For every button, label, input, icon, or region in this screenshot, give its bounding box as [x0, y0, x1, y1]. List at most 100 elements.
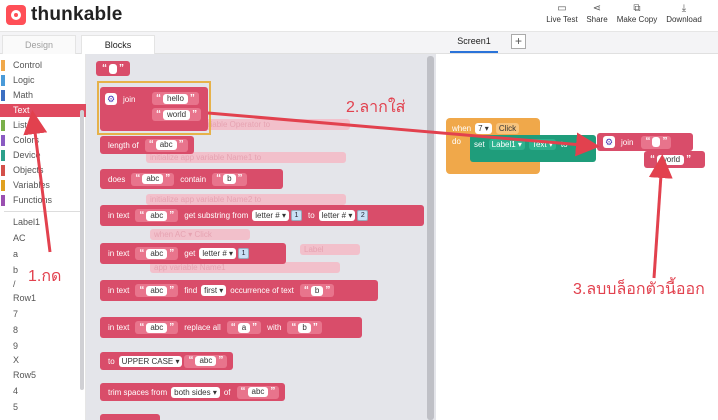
category-variables[interactable]: Variables [0, 179, 86, 192]
letter-dropdown[interactable]: letter # ▾ [252, 210, 289, 221]
category-functions[interactable]: Functions [0, 194, 86, 207]
share-icon: ⋖ [592, 3, 602, 14]
arrow-step3 [648, 154, 673, 279]
text-slot[interactable]: “abc” [135, 284, 179, 297]
component-item[interactable]: 4 [13, 386, 19, 396]
active-screen-indicator [450, 51, 498, 53]
get-letter-block[interactable]: in text “abc” get letter # ▾ 1 [100, 243, 286, 264]
text-slot[interactable]: “abc” [184, 354, 228, 368]
text-slot[interactable]: “abc” [135, 321, 179, 334]
gear-icon[interactable]: ⚙ [105, 93, 117, 105]
set-target-dropdown[interactable]: Label1 ▾ [488, 138, 525, 150]
annotation-step3: 3.ลบบล็อกตัวนี้ออก [573, 281, 705, 298]
text-slot[interactable]: “b” [299, 284, 335, 297]
text-slot[interactable]: “b” [287, 321, 322, 334]
ghost-init-block: initialize app variable Name2 to [146, 194, 346, 205]
component-item[interactable]: b [13, 265, 19, 275]
number-input[interactable]: 2 [357, 210, 369, 221]
component-item[interactable]: 8 [13, 325, 19, 335]
property-dropdown[interactable]: Text ▾ [528, 138, 556, 150]
category-colors[interactable]: Colors [0, 134, 86, 147]
text-slot[interactable]: “abc” [135, 247, 179, 260]
event-target-dropdown[interactable]: 7 ▾ [475, 122, 492, 134]
text-empty-block[interactable]: “ ” [96, 61, 130, 76]
letter-dropdown[interactable]: letter # ▾ [199, 248, 237, 259]
category-math[interactable]: Math [0, 89, 86, 102]
make-copy-button[interactable]: ⧉ Make Copy [614, 2, 660, 24]
thunkable-logo-icon [6, 5, 26, 25]
ghost-variable-block: app variable Name1 [150, 262, 340, 273]
join-highlight-box [97, 81, 211, 135]
length-of-block[interactable]: length of “abc” [100, 136, 194, 154]
case-dropdown[interactable]: UPPER CASE ▾ [118, 355, 183, 367]
category-control[interactable]: Control [0, 59, 86, 72]
join-label: join [123, 94, 136, 104]
component-item[interactable]: AC [13, 233, 26, 243]
component-item[interactable]: 9 [13, 341, 19, 351]
text-slot[interactable]: “b” [212, 172, 247, 186]
component-item[interactable]: 5 [13, 402, 19, 412]
text-slot[interactable]: “abc” [144, 138, 188, 152]
number-input[interactable]: 1 [290, 210, 302, 221]
blocks-workspace[interactable] [436, 54, 718, 420]
sidebar-divider [4, 211, 82, 212]
live-test-button[interactable]: ▭ Live Test [539, 2, 585, 24]
partial-block[interactable] [100, 414, 160, 420]
text-slot[interactable]: “hello” [152, 92, 199, 105]
letter-dropdown[interactable]: letter # ▾ [318, 210, 356, 221]
contains-block[interactable]: does “abc” contain “b” [100, 169, 283, 189]
trim-block[interactable]: trim spaces from both sides ▾ of “abc” [100, 383, 286, 401]
tab-blocks[interactable]: Blocks [81, 35, 155, 54]
find-occurrence-block[interactable]: in text “abc” find first ▾ occurrence of… [100, 280, 378, 301]
logo-text: thunkable [31, 4, 123, 25]
component-item[interactable]: Row1 [13, 293, 37, 303]
ghost-event-block: when AC ▾ Click [150, 229, 250, 240]
ghost-set-block: set Label1 ▾ variable Operator to [150, 119, 350, 130]
add-screen-button[interactable]: + [511, 34, 526, 49]
text-slot[interactable]: “world” [152, 108, 202, 121]
number-input[interactable]: 1 [238, 248, 250, 259]
text-slot[interactable]: “a” [226, 321, 262, 334]
text-slot[interactable]: “abc” [135, 209, 179, 222]
text-join-block[interactable]: ⚙ join “hello” “world” [100, 87, 208, 131]
gear-icon[interactable]: ⚙ [603, 136, 615, 148]
download-button[interactable]: ⤓ Download [661, 2, 707, 24]
ghost-init-block: initialize app variable Name1 to [146, 152, 346, 163]
text-slot[interactable]: “abc” [236, 385, 280, 399]
text-slot[interactable]: “abc” [131, 172, 175, 186]
category-device[interactable]: Device [0, 149, 86, 162]
arrow-step1 [23, 110, 52, 253]
first-dropdown[interactable]: first ▾ [201, 285, 227, 296]
download-icon: ⤓ [681, 3, 687, 14]
replace-all-block[interactable]: in text “abc” replace all “a” with “b” [100, 317, 362, 338]
event-name-dropdown[interactable]: Click [495, 122, 520, 134]
component-item[interactable]: Label1 [13, 217, 41, 227]
component-item[interactable]: / [13, 279, 16, 289]
component-item[interactable]: Row5 [13, 370, 37, 380]
editor-tabs: Design Blocks Screen1 + [0, 32, 718, 54]
substring-block[interactable]: in text “abc” get substring from letter … [100, 205, 424, 226]
component-item[interactable]: a [13, 249, 19, 259]
tab-design[interactable]: Design [2, 35, 76, 54]
ghost-label-block: Label [300, 244, 360, 255]
category-objects[interactable]: Objects [0, 164, 86, 177]
component-item[interactable]: 7 [13, 309, 19, 319]
logo[interactable]: thunkable [6, 4, 123, 26]
sidebar-scrollbar[interactable] [80, 110, 84, 390]
annotation-step2: 2.ลากใส่ [346, 99, 406, 116]
share-button[interactable]: ⋖ Share [574, 2, 620, 24]
case-block[interactable]: to UPPER CASE ▾ “abc” [100, 352, 234, 370]
arrow-step2 [207, 111, 600, 157]
trim-dropdown[interactable]: both sides ▾ [171, 386, 220, 398]
annotation-step1: 1.กด [28, 268, 62, 285]
text-slot[interactable]: “” [641, 135, 672, 149]
workspace-join-block[interactable]: ⚙ join “” [597, 133, 693, 151]
tab-screen1[interactable]: Screen1 [457, 36, 491, 46]
component-item[interactable]: X [13, 355, 20, 365]
category-logic[interactable]: Logic [0, 74, 86, 87]
set-label-text-block[interactable]: set Label1 ▾ Text ▾ to [470, 135, 596, 162]
flyout-scrollbar[interactable] [427, 56, 434, 420]
category-lists[interactable]: Lists [0, 119, 86, 132]
